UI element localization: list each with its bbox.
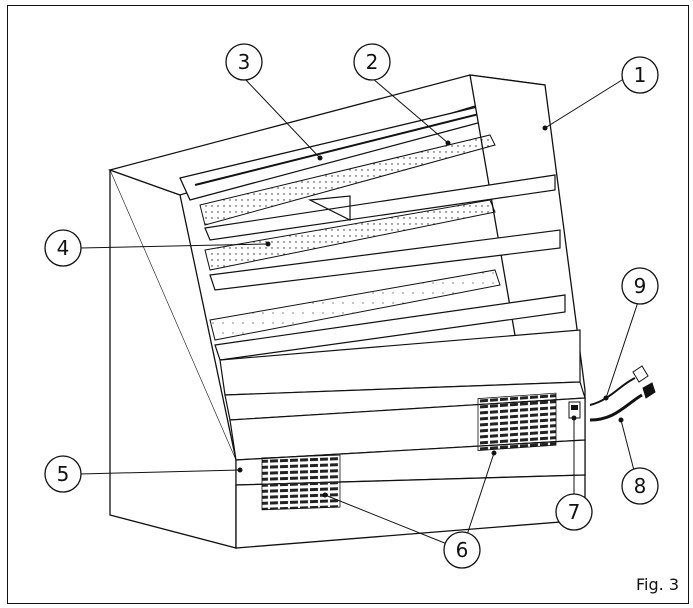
callout-4: 4 bbox=[44, 229, 82, 267]
svg-text:4: 4 bbox=[57, 236, 70, 260]
svg-text:9: 9 bbox=[634, 274, 647, 298]
svg-text:6: 6 bbox=[456, 538, 469, 562]
callout-3: 3 bbox=[225, 43, 263, 81]
front-grille-right bbox=[477, 392, 557, 452]
back-panel bbox=[199, 134, 501, 341]
callout-7: 7 bbox=[555, 493, 593, 531]
callout-2: 2 bbox=[353, 43, 391, 81]
shelf-bottom bbox=[214, 294, 566, 361]
power-cables bbox=[589, 377, 643, 422]
svg-text:2: 2 bbox=[366, 50, 379, 74]
svg-text:1: 1 bbox=[634, 63, 647, 87]
callout-8: 8 bbox=[621, 467, 659, 505]
figure-frame bbox=[7, 5, 689, 604]
svg-text:7: 7 bbox=[568, 500, 581, 524]
shelf-top bbox=[204, 174, 556, 241]
callout-9: 9 bbox=[621, 267, 659, 305]
callout-1: 1 bbox=[621, 56, 659, 94]
callout-6: 6 bbox=[443, 531, 481, 569]
svg-text:8: 8 bbox=[634, 474, 647, 498]
callout-5: 5 bbox=[44, 455, 82, 493]
front-grille-left bbox=[261, 454, 341, 511]
svg-text:5: 5 bbox=[57, 462, 70, 486]
plug-icon bbox=[632, 365, 656, 399]
shelf-middle bbox=[209, 229, 561, 291]
leader-lines bbox=[79, 74, 639, 551]
figure-caption: Fig. 3 bbox=[636, 575, 679, 594]
svg-text:3: 3 bbox=[238, 50, 251, 74]
